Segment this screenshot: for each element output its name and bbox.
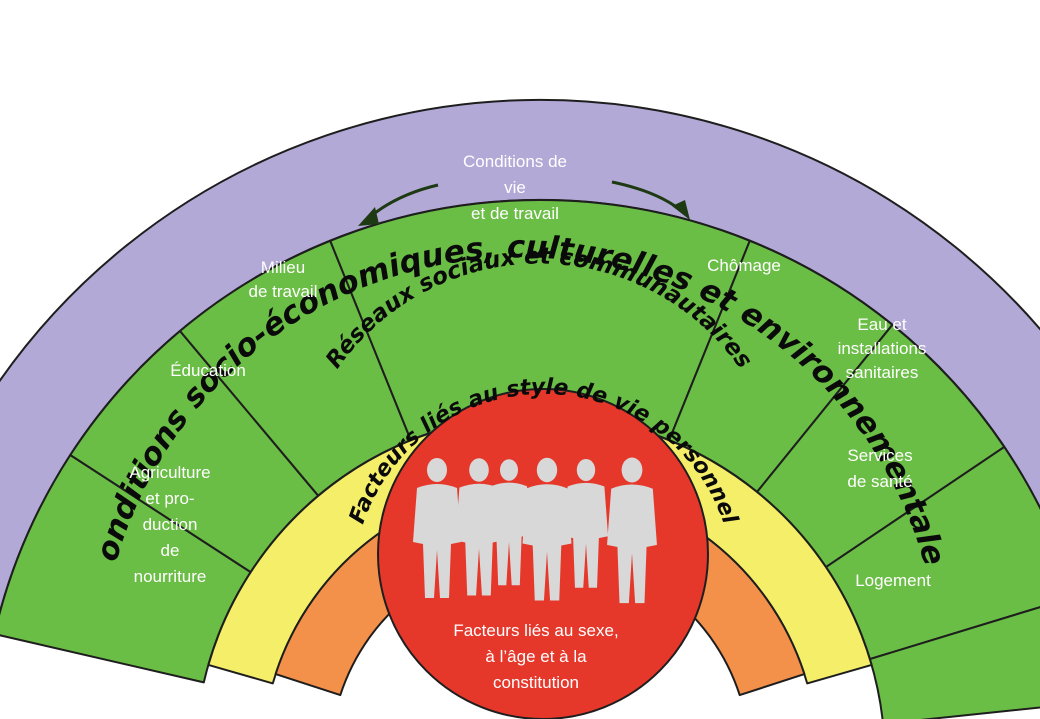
person-head [576,458,596,482]
label-line: sanitaires [846,363,919,382]
person-head [469,458,489,482]
person-head [427,458,447,482]
label-line: Chômage [707,256,781,275]
segment-label-work-environment: Milieu de travail [249,258,318,301]
label-line: Facteurs liés au sexe, [453,621,618,640]
core-label: Facteurs liés au sexe, à l’âge et à la con… [453,621,618,692]
label-line: Milieu [261,258,305,277]
label-line: nourriture [134,567,207,586]
label-line: Services [847,446,912,465]
person-body [522,484,572,601]
segment-label-education: Éducation [170,361,246,380]
label-line: Eau et [857,315,906,334]
label-line: Éducation [170,361,246,380]
segment-label-water-sanitation: Eau et installations sanitaires [838,315,927,382]
segment-label-housing: Logement [855,571,931,590]
segment-label-agriculture: Agriculture et pro-duction de nourriture [129,463,210,586]
person-silhouette-icon [487,459,531,586]
green-segment [868,606,1040,719]
label-line: duction [143,515,198,534]
label-line: de [161,541,180,560]
person-body [487,482,531,586]
label-line: et de travail [471,204,559,223]
label-line: constitution [493,673,579,692]
person-body [413,484,461,598]
label-line: installations [838,339,927,358]
person-silhouette-icon [563,458,609,588]
arrow-right-head-icon [672,200,690,220]
person-head [621,457,643,483]
person-body [607,484,657,604]
segment-label-living-conditions: Conditions de vie et de travail [463,152,567,223]
person-head [500,459,518,481]
person-silhouette-icon [413,458,461,598]
label-line: Logement [855,571,931,590]
label-line: Agriculture [129,463,210,482]
label-line: Conditions de [463,152,567,171]
person-head [536,457,558,483]
segment-label-unemployment: Chômage [707,256,781,275]
label-line: vie [504,178,526,197]
label-line: et pro- [145,489,194,508]
segment-label-health-services: Services de santé [847,446,912,491]
person-silhouette-icon [607,457,657,604]
label-line: de travail [249,282,318,301]
person-body [563,482,609,588]
green-segment-ring [0,199,1040,719]
person-silhouette-icon [522,457,572,601]
label-line: de santé [847,472,912,491]
people-silhouettes [413,457,657,604]
label-line: à l’âge et à la [485,647,587,666]
arrow-left-head-icon [358,207,379,226]
